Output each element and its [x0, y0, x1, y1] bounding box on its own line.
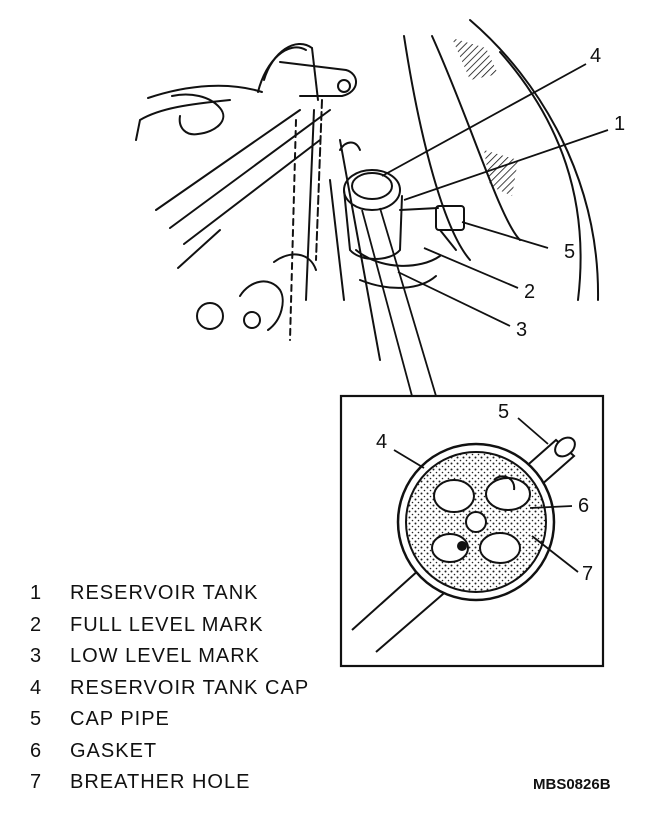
legend-item-label: BREATHER HOLE [70, 771, 251, 794]
legend-item: 4 RESERVOIR TANK CAP [30, 673, 309, 705]
callout-6-detail: 6 [578, 495, 590, 517]
legend-item-number: 7 [30, 771, 43, 794]
legend-item-label: LOW LEVEL MARK [70, 645, 260, 668]
hatched-panel [452, 38, 498, 80]
legend-item-number: 3 [30, 645, 43, 668]
legend-item-number: 5 [30, 708, 43, 731]
legend-item-label: FULL LEVEL MARK [70, 613, 264, 636]
legend-item-label: RESERVOIR TANK CAP [70, 676, 310, 699]
legend-item: 1 RESERVOIR TANK [30, 578, 309, 610]
legend-item: 2 FULL LEVEL MARK [30, 610, 309, 642]
legend-item-label: RESERVOIR TANK [70, 582, 259, 605]
legend-item: 3 LOW LEVEL MARK [30, 641, 309, 673]
callout-5-top: 5 [564, 241, 576, 263]
callout-4-detail: 4 [376, 431, 388, 453]
legend-item-number: 1 [30, 582, 43, 605]
callout-1-top: 1 [614, 113, 626, 135]
callout-4-top: 4 [590, 45, 602, 67]
legend-item-number: 2 [30, 613, 43, 636]
leader-lines [361, 63, 609, 397]
figure-code: MBS0826B [533, 776, 611, 793]
engine-bay-drawing [135, 19, 600, 361]
hatched-panel [484, 150, 518, 196]
callout-7-detail: 7 [582, 563, 594, 585]
legend-item: 6 GASKET [30, 736, 309, 768]
callout-5-detail: 5 [498, 401, 510, 423]
detail-inset [339, 394, 605, 668]
callout-2-top: 2 [524, 281, 536, 303]
legend-item: 7 BREATHER HOLE [30, 767, 309, 799]
callout-3-top: 3 [516, 319, 528, 341]
parts-legend: 1 RESERVOIR TANK 2 FULL LEVEL MARK 3 LOW… [30, 578, 309, 799]
legend-item-label: GASKET [70, 739, 158, 762]
legend-item-number: 6 [30, 739, 43, 762]
legend-item-label: CAP PIPE [70, 708, 170, 731]
legend-item-number: 4 [30, 676, 43, 699]
legend-item: 5 CAP PIPE [30, 704, 309, 736]
